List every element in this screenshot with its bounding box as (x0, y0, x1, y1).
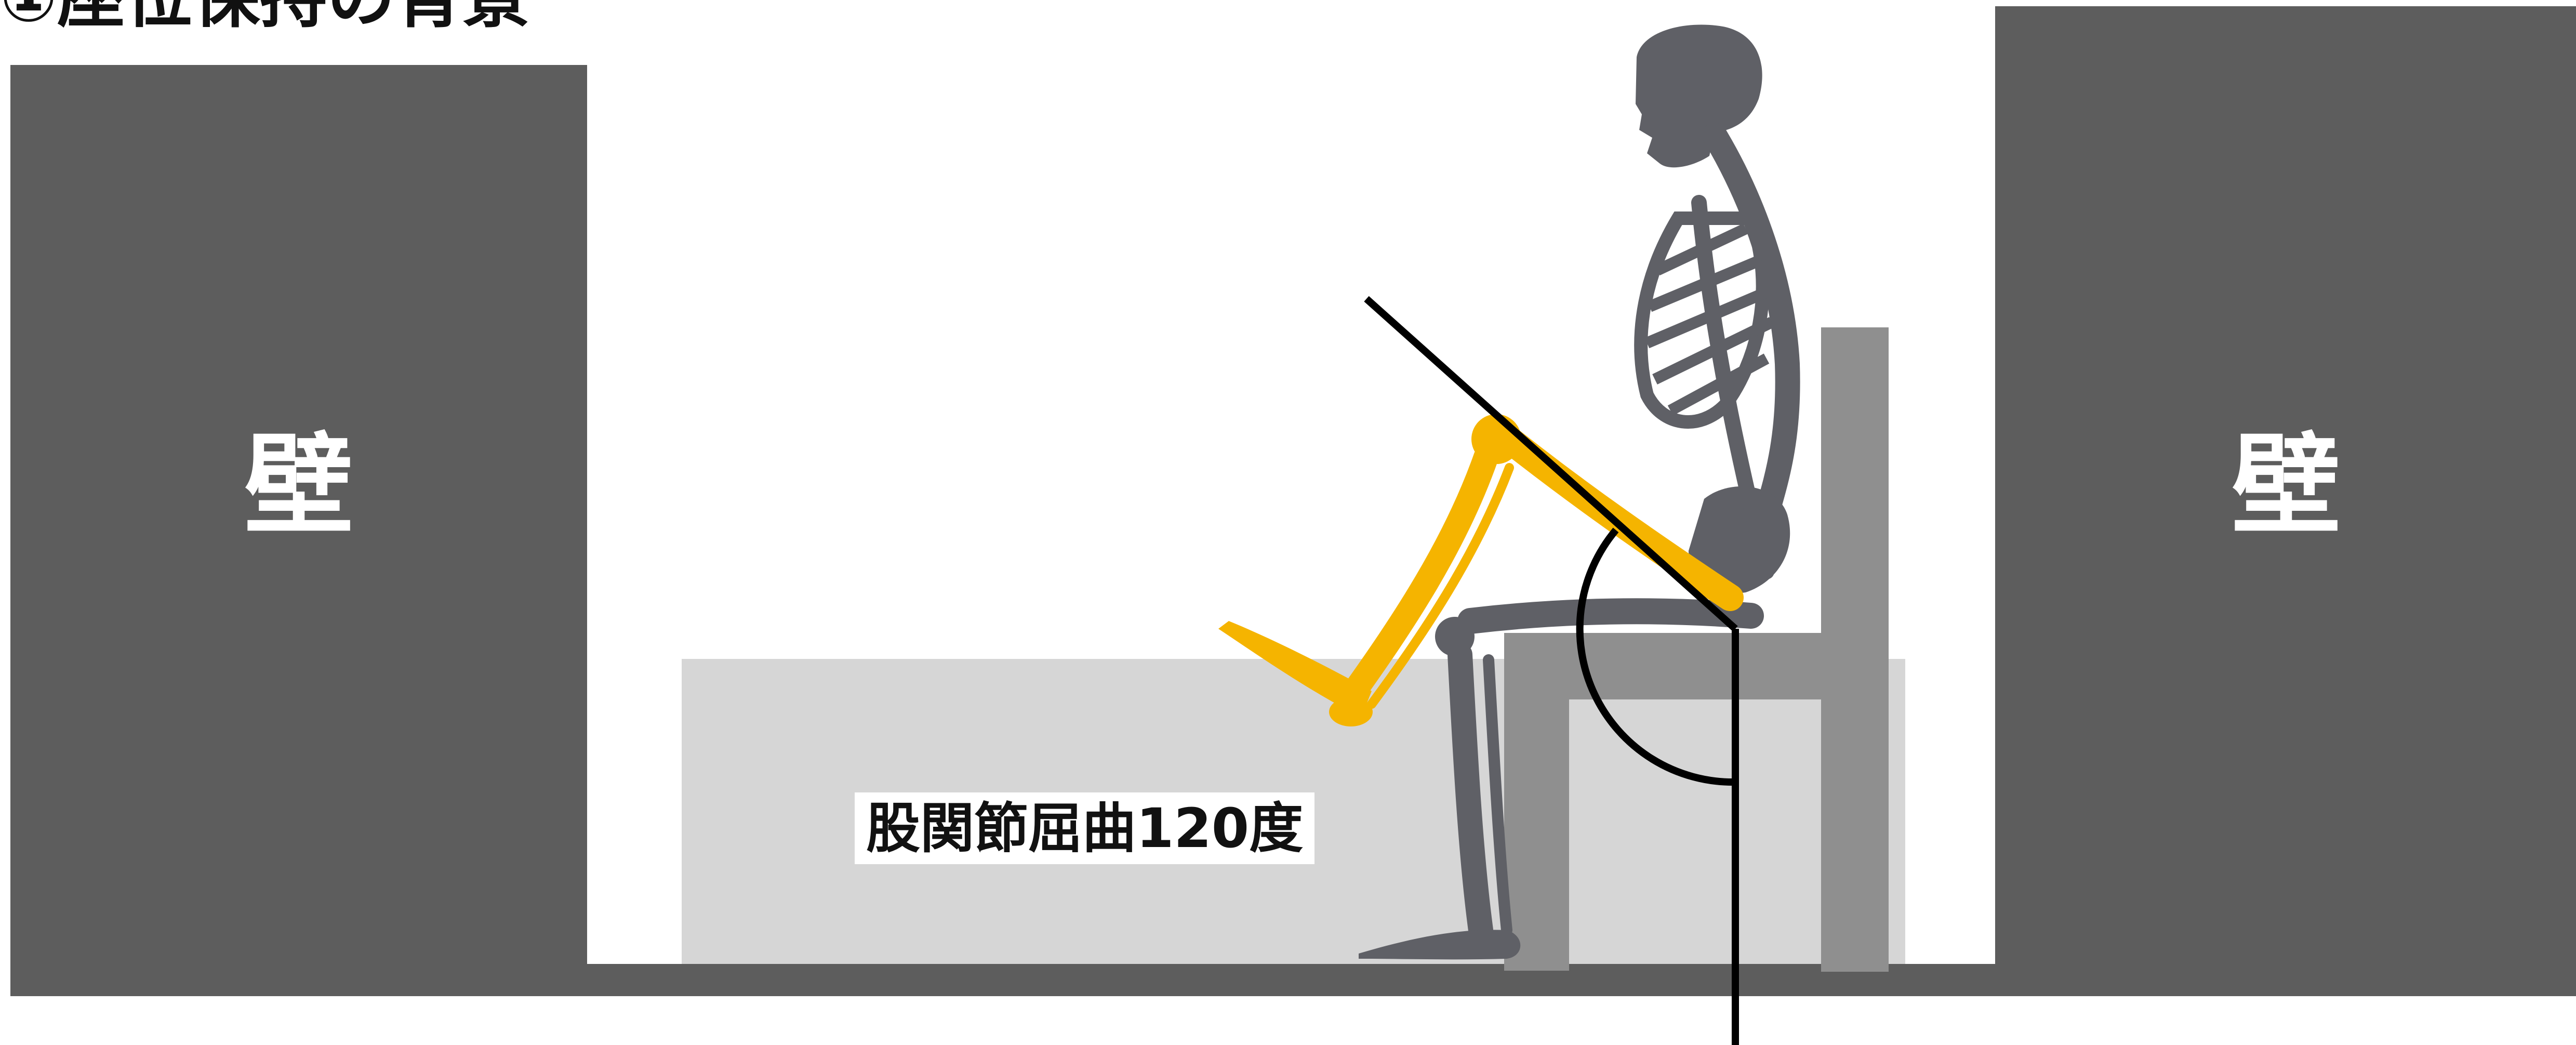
hip-angle-annotation (1364, 296, 1739, 1045)
skeleton (1359, 24, 1800, 960)
hip-flexion-angle-label: 股関節屈曲120度 (855, 792, 1315, 865)
chair (1504, 327, 1889, 972)
wall-left-label: 壁 (244, 422, 354, 549)
page-title: ①座位保持の背景 (0, 0, 530, 31)
wall-left (10, 65, 587, 969)
wall-right-label: 壁 (2232, 422, 2341, 549)
floor (10, 964, 2576, 996)
skull-icon (1636, 24, 1762, 168)
raised-leg-highlight (1218, 414, 1744, 726)
wall-right (1995, 6, 2576, 994)
